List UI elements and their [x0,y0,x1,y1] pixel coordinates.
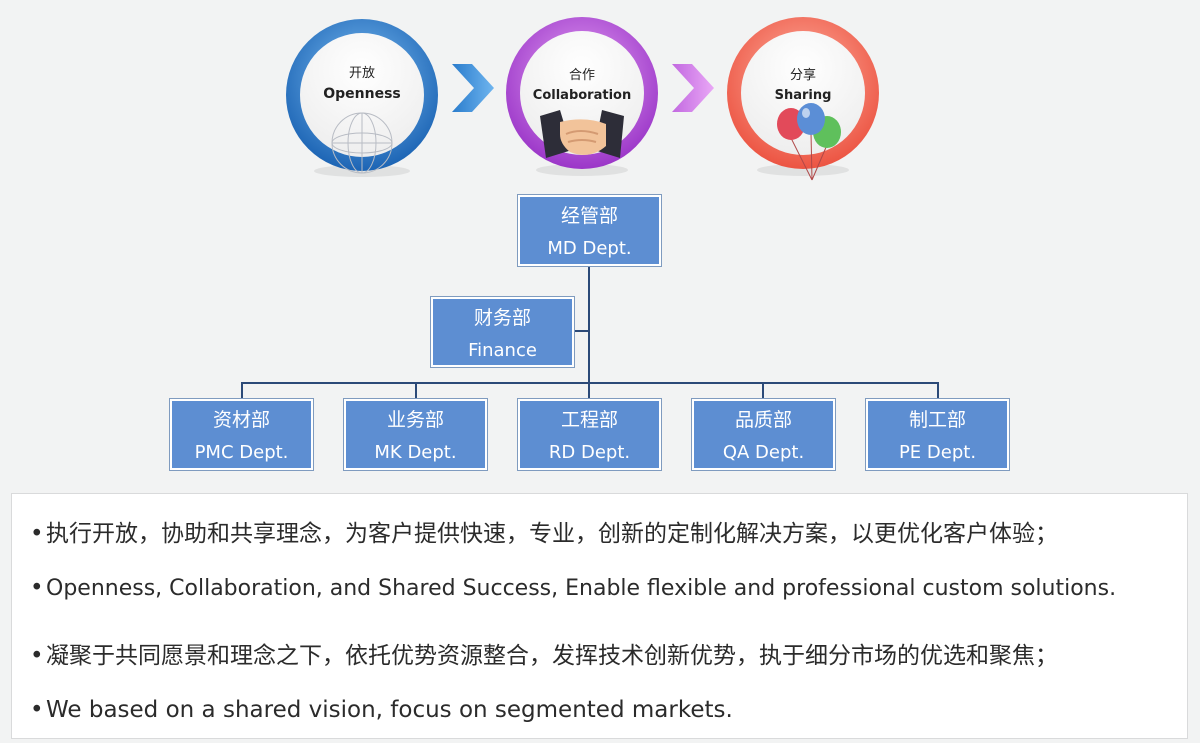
connector-line [588,265,590,383]
chevron-right-icon [452,64,494,112]
statement-item: •We based on a shared vision, focus on s… [30,697,733,723]
globe-icon [331,112,393,174]
connector-line [241,382,939,384]
statement-item: •凝聚于共同愿景和理念之下，依托优势资源整合，发挥技术创新优势，执于细分市场的优… [30,643,1058,669]
handshake-icon [540,110,624,158]
sharing-circle [727,17,879,181]
values-cycle-graphic [286,17,879,181]
org-box-finance: 财务部 Finance [431,297,574,367]
openness-circle [286,19,438,177]
org-box-qa: 品质部 QA Dept. [692,399,835,470]
collaboration-label: 合作 Collaboration [532,68,632,103]
connector-line [588,382,590,400]
statement-panel: •执行开放，协助和共享理念，为客户提供快速，专业，创新的定制化解决方案，以更优化… [11,493,1188,739]
bullet-icon: • [30,521,44,547]
connector-line [415,382,417,400]
statement-item: •执行开放，协助和共享理念，为客户提供快速，专业，创新的定制化解决方案，以更优化… [30,521,1058,547]
statement-item: •Openness, Collaboration, and Shared Suc… [30,575,1117,601]
bullet-icon: • [30,697,44,723]
connector-line [762,382,764,400]
connector-line [937,382,939,400]
org-box-mk: 业务部 MK Dept. [344,399,487,470]
org-box-rd: 工程部 RD Dept. [518,399,661,470]
connector-line [573,330,589,332]
sharing-label: 分享 Sharing [774,68,832,103]
connector-line [241,382,243,400]
bullet-icon: • [30,643,44,669]
bullet-icon: • [30,575,44,601]
org-box-md: 经管部 MD Dept. [518,195,661,266]
openness-label: 开放 Openness [323,66,401,102]
org-box-pmc: 资材部 PMC Dept. [170,399,313,470]
chevron-right-icon [672,64,714,112]
org-box-pe: 制工部 PE Dept. [866,399,1009,470]
collaboration-circle [506,17,658,176]
balloons-icon [777,103,841,181]
